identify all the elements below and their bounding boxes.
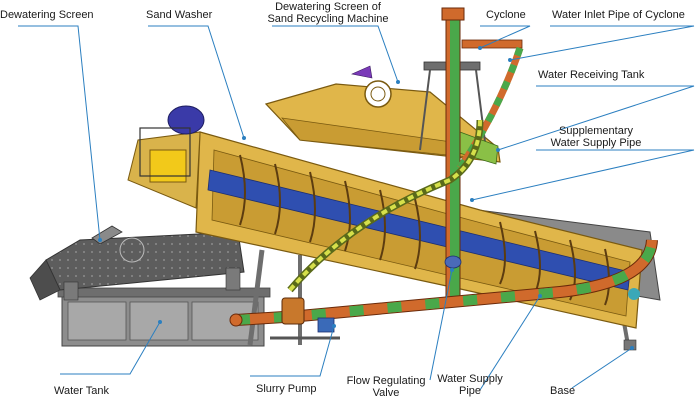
base-foot: [624, 340, 636, 350]
label-recycling-screen-line2: Sand Recycling Machine: [267, 13, 388, 25]
label-water-supply-line1: Water Supply: [437, 373, 503, 385]
label-sand-washer: Sand Washer: [146, 9, 213, 21]
label-dewatering-screen: Dewatering Screen: [0, 9, 94, 21]
label-supplementary-line1: Supplementary: [559, 125, 633, 137]
label-water-supply-line2: Pipe: [459, 385, 481, 397]
label-supplementary-line2: Water Supply Pipe: [551, 137, 642, 149]
label-water-receiving-tank: Water Receiving Tank: [538, 69, 645, 81]
label-recycling-screen-line1: Dewatering Screen of: [275, 1, 382, 13]
label-water-inlet-pipe: Water Inlet Pipe of Cyclone: [552, 9, 685, 21]
label-flow-valve-line1: Flow Regulating: [347, 375, 426, 387]
label-base: Base: [550, 385, 575, 397]
label-water-tank: Water Tank: [54, 385, 110, 397]
label-flow-valve-line2: Valve: [373, 387, 400, 399]
label-slurry-pump: Slurry Pump: [256, 383, 317, 395]
label-cyclone: Cyclone: [486, 9, 526, 21]
